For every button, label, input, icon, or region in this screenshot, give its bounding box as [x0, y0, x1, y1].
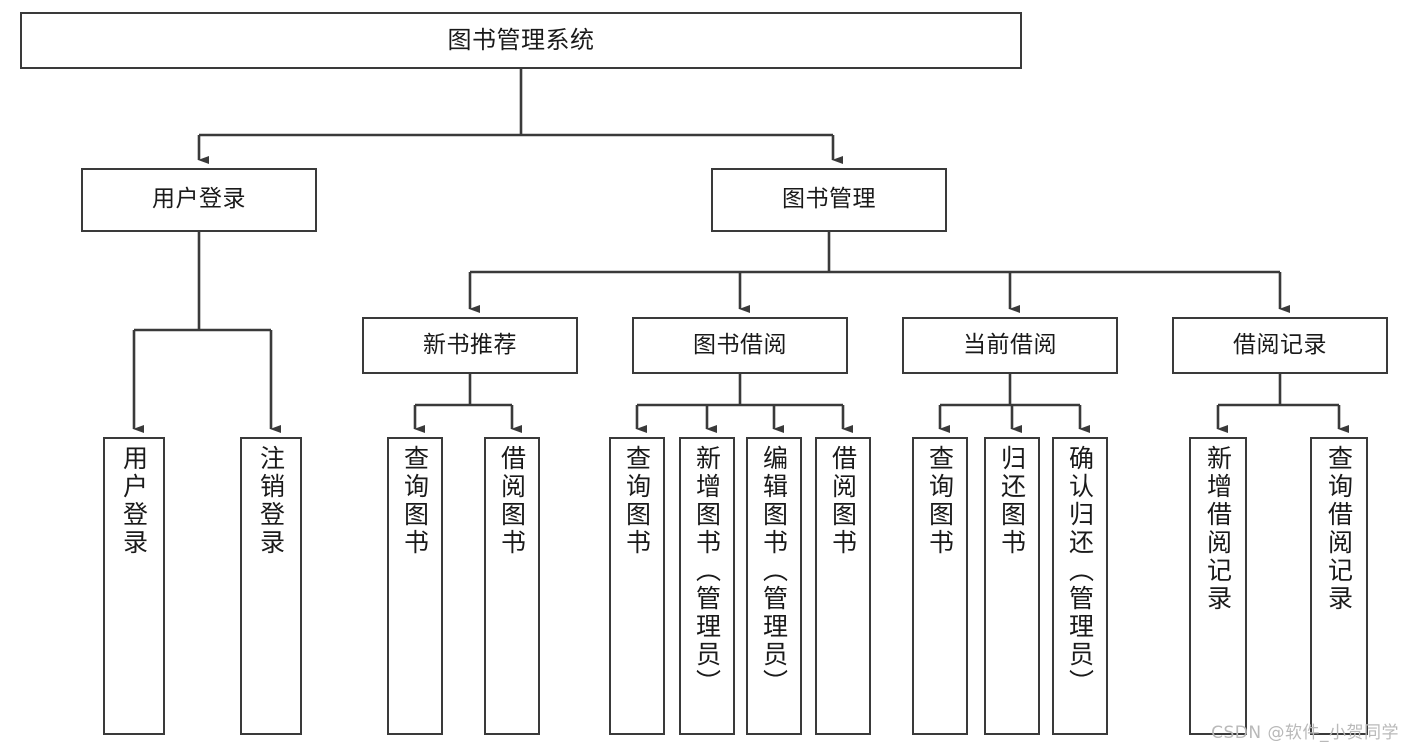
node-root-system[interactable]: 图书管理系统: [20, 12, 1022, 69]
leaf-query-book-recommend[interactable]: 查询图书: [387, 437, 443, 735]
node-user-login[interactable]: 用户登录: [81, 168, 317, 232]
node-borrow-record[interactable]: 借阅记录: [1172, 317, 1388, 374]
leaf-edit-book-admin[interactable]: 编辑图书（管理员）: [746, 437, 802, 735]
node-label: 借阅图书: [497, 445, 527, 557]
node-new-book-recommend[interactable]: 新书推荐: [362, 317, 578, 374]
node-label: 图书管理系统: [447, 26, 595, 55]
leaf-add-book-admin[interactable]: 新增图书（管理员）: [679, 437, 735, 735]
leaf-borrow-book[interactable]: 借阅图书: [815, 437, 871, 735]
leaf-query-book-borrow[interactable]: 查询图书: [609, 437, 665, 735]
leaf-return-book[interactable]: 归还图书: [984, 437, 1040, 735]
node-label: 查询借阅记录: [1324, 445, 1354, 613]
node-current-borrow[interactable]: 当前借阅: [902, 317, 1118, 374]
node-book-management[interactable]: 图书管理: [711, 168, 947, 232]
node-label: 图书管理: [782, 186, 876, 213]
node-label: 归还图书: [997, 445, 1027, 557]
node-label: 借阅记录: [1233, 331, 1327, 358]
leaf-logout[interactable]: 注销登录: [240, 437, 302, 735]
node-label: 新增借阅记录: [1203, 445, 1233, 613]
node-label: 新书推荐: [423, 331, 517, 358]
leaf-query-book-current[interactable]: 查询图书: [912, 437, 968, 735]
node-label: 借阅图书: [828, 445, 858, 557]
leaf-user-login[interactable]: 用户登录: [103, 437, 165, 735]
node-label: 查询图书: [400, 445, 430, 557]
leaf-query-borrow-record[interactable]: 查询借阅记录: [1310, 437, 1368, 735]
node-book-borrow[interactable]: 图书借阅: [632, 317, 848, 374]
leaf-confirm-return-admin[interactable]: 确认归还（管理员）: [1052, 437, 1108, 735]
node-label: 查询图书: [925, 445, 955, 557]
node-label: 编辑图书（管理员）: [759, 445, 789, 697]
node-label: 用户登录: [119, 445, 149, 557]
node-label: 用户登录: [152, 186, 246, 213]
node-label: 当前借阅: [963, 331, 1057, 358]
node-label: 注销登录: [256, 445, 286, 557]
node-label: 新增图书（管理员）: [692, 445, 722, 697]
leaf-borrow-book-recommend[interactable]: 借阅图书: [484, 437, 540, 735]
node-label: 查询图书: [622, 445, 652, 557]
csdn-watermark: CSDN @软件_小贺同学: [1211, 723, 1399, 743]
node-label: 确认归还（管理员）: [1065, 445, 1095, 697]
leaf-add-borrow-record[interactable]: 新增借阅记录: [1189, 437, 1247, 735]
node-label: 图书借阅: [693, 331, 787, 358]
